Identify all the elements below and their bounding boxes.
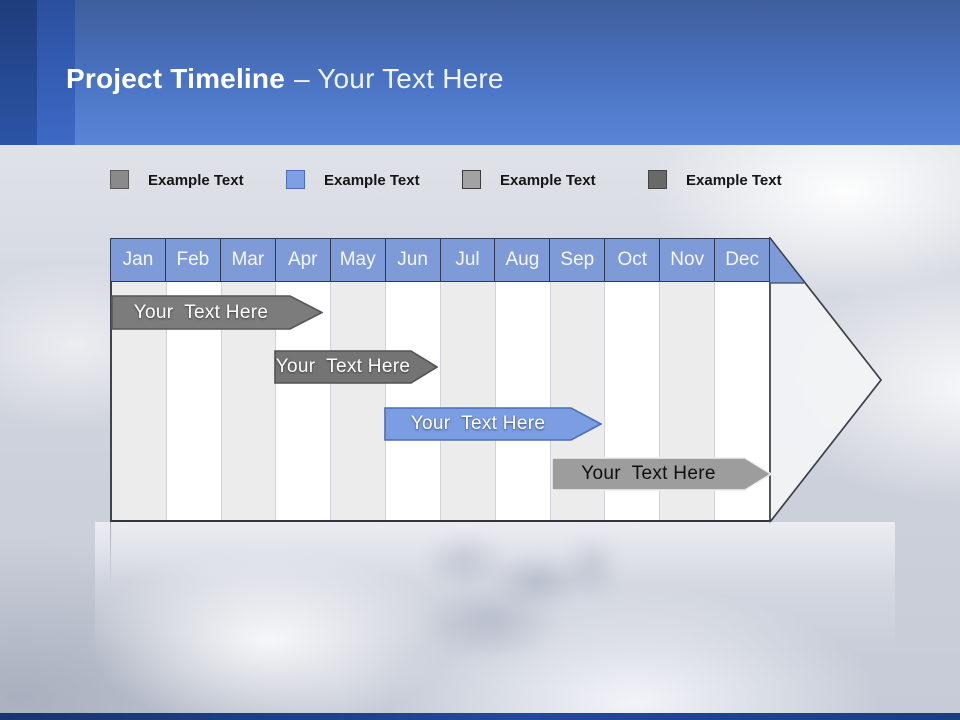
month-column — [276, 282, 332, 520]
month-cell: Jul — [441, 239, 496, 281]
month-cell: Oct — [605, 239, 661, 281]
month-cell: Sep — [550, 239, 606, 281]
month-column — [112, 282, 167, 520]
timeline-body — [110, 282, 770, 522]
month-column — [331, 282, 387, 520]
month-label: Jun — [397, 249, 428, 270]
month-label: Sep — [560, 249, 595, 270]
month-label: Mar — [231, 249, 265, 270]
month-column — [605, 282, 661, 520]
arrow-tip-header-part — [770, 239, 804, 283]
month-cell: Nov — [660, 239, 716, 281]
month-label: Feb — [176, 249, 210, 270]
page-title-main: Project Timeline — [66, 63, 285, 94]
legend-swatch — [110, 170, 129, 189]
table-reflection-line — [110, 522, 111, 586]
month-label: Dec — [725, 249, 759, 270]
month-cell: Jan — [111, 239, 166, 281]
month-label: Oct — [617, 249, 648, 270]
month-label: Nov — [670, 249, 705, 270]
month-cell: Feb — [166, 239, 221, 281]
month-label: Apr — [287, 249, 318, 270]
legend-label: Example Text — [686, 172, 782, 189]
month-label: Aug — [505, 249, 540, 270]
month-label: May — [339, 249, 376, 270]
month-column — [550, 282, 606, 520]
table-reflection — [95, 522, 895, 652]
month-column — [440, 282, 496, 520]
month-header-row: Jan Feb Mar Apr May Jun Jul Aug Sep Oct Nov Dec — [110, 238, 770, 282]
month-cell: Jun — [386, 239, 441, 281]
arrow-tip-shape — [769, 237, 883, 525]
month-column — [221, 282, 277, 520]
month-column — [660, 282, 716, 520]
title-band-stripe-light — [37, 0, 75, 145]
legend-label: Example Text — [324, 172, 420, 189]
month-cell: Aug — [495, 239, 551, 281]
title-band-stripe-dark — [0, 0, 37, 145]
month-column — [386, 282, 441, 520]
month-column — [166, 282, 222, 520]
legend-swatch — [462, 170, 481, 189]
legend-label: Example Text — [148, 172, 244, 189]
page-title-suffix: – Your Text Here — [293, 63, 504, 94]
legend-label: Example Text — [500, 172, 596, 189]
bottom-accent-bar — [0, 713, 960, 720]
month-cell: Apr — [276, 239, 331, 281]
month-cell: Mar — [221, 239, 276, 281]
month-label: Jul — [455, 249, 480, 270]
timeline-arrow-tip — [769, 237, 883, 525]
month-cell: May — [331, 239, 386, 281]
month-column — [715, 282, 770, 520]
title-band — [0, 0, 960, 145]
month-cell: Dec — [715, 239, 769, 281]
legend-swatch — [648, 170, 667, 189]
legend-swatch — [286, 170, 305, 189]
month-column — [495, 282, 551, 520]
month-label: Jan — [122, 249, 154, 270]
page-title: Project Timeline – Your Text Here — [66, 62, 504, 96]
